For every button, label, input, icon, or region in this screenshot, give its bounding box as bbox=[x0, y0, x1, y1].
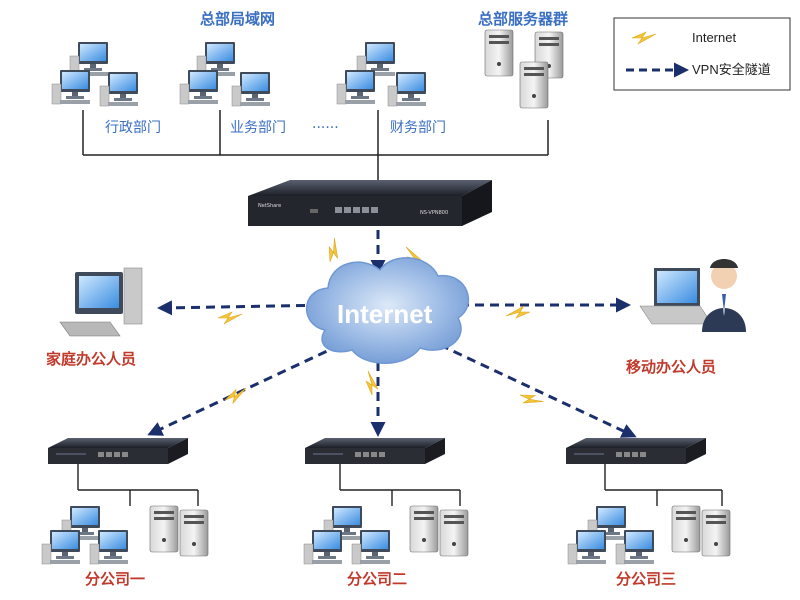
home-office-computer bbox=[59, 267, 143, 337]
branch-3-label: 分公司三 bbox=[616, 570, 676, 588]
cloud-label: Internet bbox=[337, 299, 433, 329]
vpn-tunnel-branch1 bbox=[147, 343, 341, 436]
branch-1-switch bbox=[48, 438, 188, 464]
branch-1-label: 分公司一 bbox=[85, 570, 145, 588]
router-model: NS-VPN800 bbox=[420, 210, 448, 216]
hq-server-cluster bbox=[484, 29, 564, 109]
dept-pc-cluster-admin bbox=[51, 41, 139, 107]
dept-label-business: 业务部门 bbox=[230, 120, 286, 136]
branch-2 bbox=[303, 438, 469, 565]
branch-3-switch bbox=[566, 438, 706, 464]
branch-1 bbox=[41, 438, 209, 565]
dept-label-finance: 财务部门 bbox=[390, 120, 446, 136]
hq-lan-title: 总部局域网 bbox=[200, 10, 275, 28]
branch-3 bbox=[566, 438, 731, 565]
internet-cloud: Internet bbox=[305, 257, 469, 364]
branch-2-label: 分公司二 bbox=[347, 570, 407, 588]
dept-label-ellipsis: ······ bbox=[312, 120, 339, 136]
vpn-tunnels bbox=[147, 230, 637, 438]
person-icon bbox=[711, 263, 737, 289]
home-office-label: 家庭办公人员 bbox=[46, 350, 136, 368]
router-brand: NetShare bbox=[258, 203, 281, 209]
mobile-office-user bbox=[639, 259, 746, 332]
hq-vpn-router: NetShare NS-VPN800 bbox=[248, 180, 492, 226]
dept-label-admin: 行政部门 bbox=[105, 120, 161, 136]
branch-2-switch bbox=[305, 438, 445, 464]
hq-wiring bbox=[82, 110, 549, 185]
hq-server-title: 总部服务器群 bbox=[478, 10, 568, 28]
legend: Internet VPN安全隧道 bbox=[613, 17, 791, 91]
dept-pc-cluster-business bbox=[179, 41, 271, 107]
mobile-office-label: 移动办公人员 bbox=[626, 358, 716, 376]
vpn-tunnel-branch3 bbox=[439, 343, 637, 438]
dept-pc-cluster-finance bbox=[336, 41, 427, 107]
legend-internet-label: Internet bbox=[692, 30, 736, 45]
legend-vpn-label: VPN安全隧道 bbox=[692, 62, 771, 77]
